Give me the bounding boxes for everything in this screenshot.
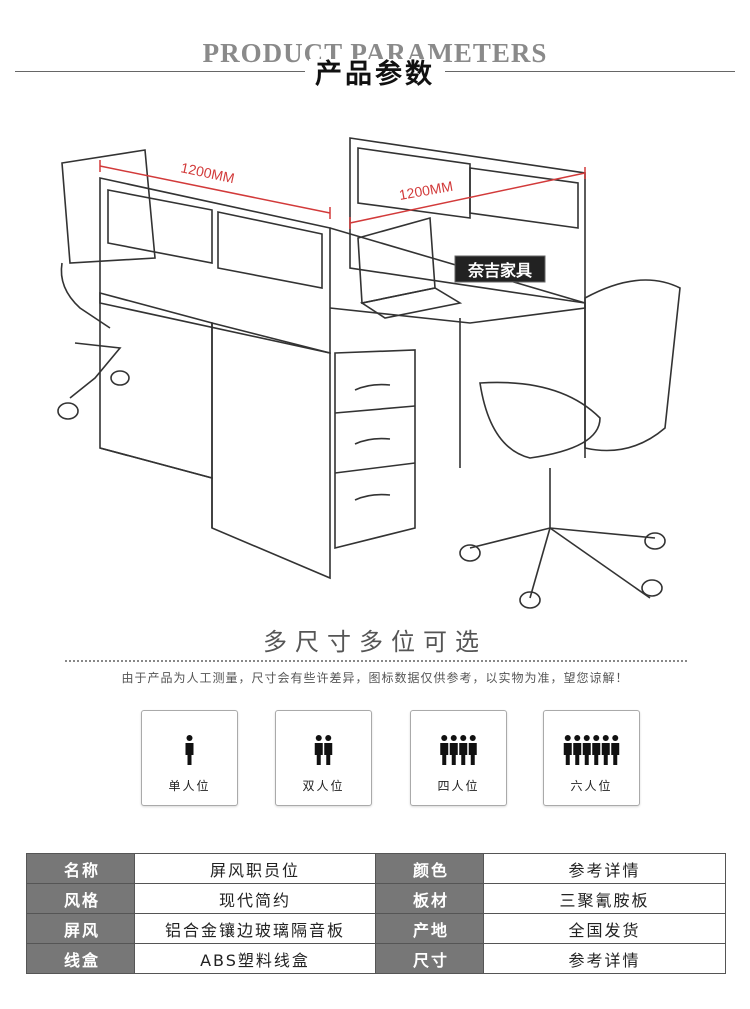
dimension-label-left: 1200MM <box>179 159 236 186</box>
param-value: ABS塑料线盒 <box>134 943 376 974</box>
person-icon-body <box>582 743 591 765</box>
param-value: 三聚氰胺板 <box>483 883 726 914</box>
param-value: 现代简约 <box>134 883 376 914</box>
person-icon-body <box>314 743 323 765</box>
param-key: 颜色 <box>375 853 484 884</box>
person-icon-head <box>325 735 332 741</box>
people-icon <box>440 735 477 765</box>
measurement-note: 由于产品为人工测量，尺寸会有些许差异，图标数据仅供参考，以实物为准，望您谅解！ <box>121 671 629 685</box>
person-icon-body <box>449 743 458 765</box>
seat-option-label: 四人位 <box>437 779 480 793</box>
person-icon-body <box>440 743 449 765</box>
section-header: PRODUCT PARAMETERS 产品参数 <box>0 30 750 90</box>
param-key: 线盒 <box>26 943 135 974</box>
person-icon-head <box>460 735 467 741</box>
table-row: 名称 屏风职员位 颜色 参考详情 <box>26 853 726 884</box>
header-chinese: 产品参数 <box>0 52 750 91</box>
person-icon-head <box>469 735 476 741</box>
header-rule-right <box>445 71 735 72</box>
param-value: 参考详情 <box>483 853 726 884</box>
parameters-table: 名称 屏风职员位 颜色 参考详情 风格 现代简约 板材 三聚氰胺板 屏风 铝合金… <box>26 853 726 974</box>
dotted-divider <box>65 660 687 662</box>
seat-option-label: 六人位 <box>570 779 613 793</box>
param-value: 屏风职员位 <box>134 853 376 884</box>
seat-option-four: 四人位 <box>410 710 507 806</box>
person-icon-head <box>612 735 619 741</box>
person-icon-body <box>601 743 610 765</box>
person-icon-body <box>468 743 477 765</box>
dimension-label-right: 1200MM <box>398 178 454 203</box>
sizes-title: 多尺寸多位可选 <box>263 628 487 656</box>
person-icon-head <box>564 735 571 741</box>
seat-option-label: 单人位 <box>168 779 211 793</box>
person-icon-head <box>602 735 609 741</box>
seat-option-six: 六人位 <box>543 710 640 806</box>
person-icon-head <box>450 735 457 741</box>
person-icon-body <box>324 743 333 765</box>
param-key: 名称 <box>26 853 135 884</box>
people-icon <box>563 735 620 765</box>
param-key: 风格 <box>26 883 135 914</box>
person-icon-head <box>583 735 590 741</box>
param-key: 屏风 <box>26 913 135 944</box>
seat-option-label: 双人位 <box>302 779 345 793</box>
header-rule-left <box>15 71 305 72</box>
table-row: 屏风 铝合金镶边玻璃隔音板 产地 全国发货 <box>26 913 726 944</box>
person-icon-head <box>441 735 448 741</box>
person-icon-body <box>563 743 572 765</box>
param-value: 全国发货 <box>483 913 726 944</box>
seat-option-double: 双人位 <box>275 710 372 806</box>
person-icon-head <box>186 735 193 741</box>
brand-logo <box>454 255 546 283</box>
table-row: 线盒 ABS塑料线盒 尺寸 参考详情 <box>26 943 726 974</box>
seat-options: 单人位 双人位 四人位 六人位 <box>0 710 750 806</box>
param-value: 参考详情 <box>483 943 726 974</box>
person-icon-body <box>611 743 620 765</box>
table-row: 风格 现代简约 板材 三聚氰胺板 <box>26 883 726 914</box>
person-icon-head <box>574 735 581 741</box>
person-icon-body <box>459 743 468 765</box>
people-icon <box>185 735 194 765</box>
person-icon-body <box>592 743 601 765</box>
person-icon-head <box>315 735 322 741</box>
param-key: 板材 <box>375 883 484 914</box>
person-icon-body <box>185 743 194 765</box>
seat-option-single: 单人位 <box>141 710 238 806</box>
person-icon-body <box>573 743 582 765</box>
workstation-illustration: 1200MM 1200MM 奈吉家具 <box>57 137 681 609</box>
param-value: 铝合金镶边玻璃隔音板 <box>134 913 376 944</box>
brand-logo-text: 奈吉家具 <box>467 261 532 280</box>
people-icon <box>314 735 333 765</box>
param-key: 尺寸 <box>375 943 484 974</box>
param-key: 产地 <box>375 913 484 944</box>
person-icon-head <box>593 735 600 741</box>
